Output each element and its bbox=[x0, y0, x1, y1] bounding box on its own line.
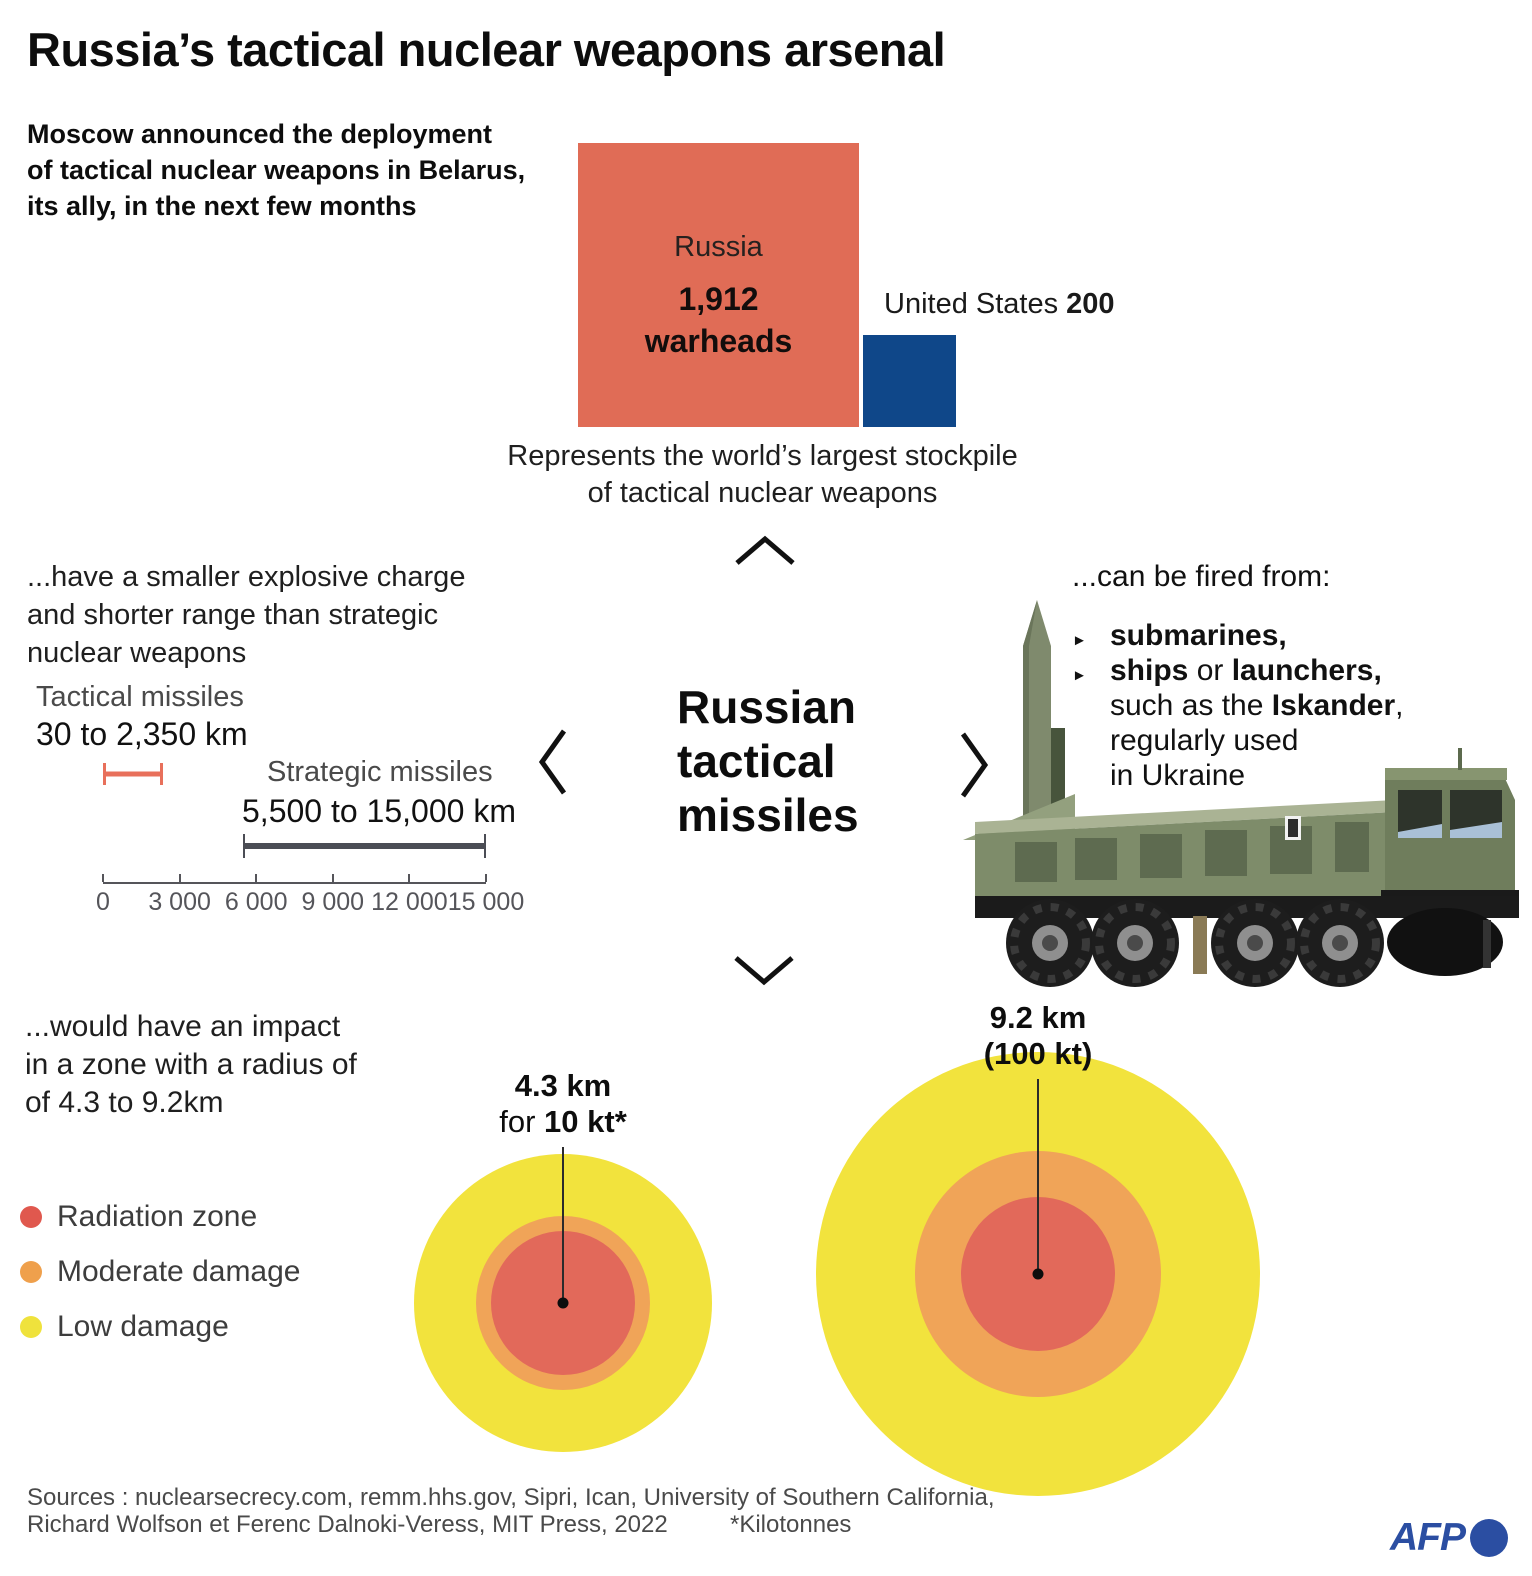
list-item: ► ships or launchers, bbox=[1072, 653, 1404, 688]
list-item: regularly used bbox=[1110, 724, 1299, 757]
intro-line-3: its ally, in the next few months bbox=[27, 191, 417, 221]
sources-text: Sources : nuclearsecrecy.com, remm.hhs.g… bbox=[27, 1484, 995, 1538]
strategic-missiles-label: Strategic missiles bbox=[267, 756, 493, 788]
axis-tick-15000: 15 000 bbox=[447, 888, 525, 916]
us-value: 200 bbox=[1066, 288, 1115, 320]
strategic-range-bar bbox=[243, 834, 486, 858]
blast-zone-legend: Radiation zone Moderate damage Low damag… bbox=[20, 1200, 301, 1365]
large-blast-center-dot bbox=[1032, 1268, 1044, 1280]
small-blast-pointer-line bbox=[562, 1147, 564, 1303]
stockpile-caption: Represents the world’s largest stockpile… bbox=[507, 440, 1018, 509]
range-axis: 0 3 000 6 000 9 000 12 000 15 000 bbox=[96, 874, 524, 919]
chevron-left-icon bbox=[538, 729, 567, 795]
tactical-missiles-label: Tactical missiles bbox=[36, 681, 244, 713]
large-blast-pointer-line bbox=[1037, 1079, 1039, 1274]
russia-value: 1,912 warheads bbox=[644, 281, 793, 359]
moderate-damage-dot bbox=[20, 1261, 42, 1283]
tactical-range-value: 30 to 2,350 km bbox=[36, 716, 248, 752]
kilotonnes-footnote: *Kilotonnes bbox=[730, 1511, 852, 1538]
intro-line-1: Moscow announced the deployment bbox=[27, 119, 493, 149]
russia-bar-labels: Russia 1,912 warheads bbox=[578, 143, 859, 362]
low-damage-dot bbox=[20, 1316, 42, 1338]
legend-item-moderate: Moderate damage bbox=[20, 1255, 301, 1310]
iskander-truck-illustration bbox=[963, 600, 1519, 987]
tactical-range-bar bbox=[103, 763, 163, 785]
list-item: such as the Iskander, bbox=[1110, 689, 1404, 722]
large-blast-label: 9.2 km (100 kt) bbox=[983, 1000, 1093, 1071]
range-section-heading: ...have a smaller explosive charge and s… bbox=[27, 561, 466, 669]
intro-line-2: of tactical nuclear weapons in Belarus, bbox=[27, 155, 526, 185]
bullet-arrow-icon: ► bbox=[1072, 667, 1087, 684]
axis-tick-9000: 9 000 bbox=[301, 888, 365, 916]
axis-tick-6000: 6 000 bbox=[224, 888, 288, 916]
chevron-up-icon bbox=[735, 535, 795, 565]
list-item: ► submarines, bbox=[1072, 618, 1404, 653]
legend-item-radiation: Radiation zone bbox=[20, 1200, 301, 1255]
afp-logo-text: AFP bbox=[1390, 1516, 1466, 1559]
us-warheads-bar bbox=[863, 335, 956, 427]
chevron-right-icon bbox=[960, 732, 989, 798]
small-blast-label: 4.3 km for 10 kt* bbox=[499, 1068, 627, 1139]
fired-from-heading: ...can be fired from: bbox=[1072, 560, 1331, 593]
page-title: Russia’s tactical nuclear weapons arsena… bbox=[27, 23, 946, 76]
axis-tick-3000: 3 000 bbox=[148, 888, 211, 916]
us-bar-label: United States 200 bbox=[884, 288, 1115, 320]
center-headline: Russian tactical missiles bbox=[677, 681, 859, 841]
strategic-range-value: 5,500 to 15,000 km bbox=[242, 793, 516, 829]
afp-logo: AFP bbox=[1390, 1516, 1508, 1560]
axis-tick-12000: 12 000 bbox=[371, 888, 448, 916]
russia-warheads-bar: Russia 1,912 warheads bbox=[578, 143, 859, 427]
chevron-down-icon bbox=[734, 956, 794, 986]
impact-section-heading: ...would have an impact in a zone with a… bbox=[25, 1010, 357, 1119]
afp-logo-dot-icon bbox=[1470, 1519, 1508, 1557]
radiation-zone-dot bbox=[20, 1206, 42, 1228]
russia-label: Russia bbox=[674, 231, 763, 263]
list-item: in Ukraine bbox=[1110, 759, 1246, 792]
fired-from-list: ► submarines, ► ships or launchers, such… bbox=[1072, 618, 1404, 793]
legend-item-low: Low damage bbox=[20, 1310, 301, 1365]
intro-text: Moscow announced the deployment of tacti… bbox=[27, 116, 525, 224]
bullet-arrow-icon: ► bbox=[1072, 632, 1087, 649]
axis-tick-0: 0 bbox=[96, 888, 110, 916]
small-blast-center-dot bbox=[557, 1297, 569, 1309]
